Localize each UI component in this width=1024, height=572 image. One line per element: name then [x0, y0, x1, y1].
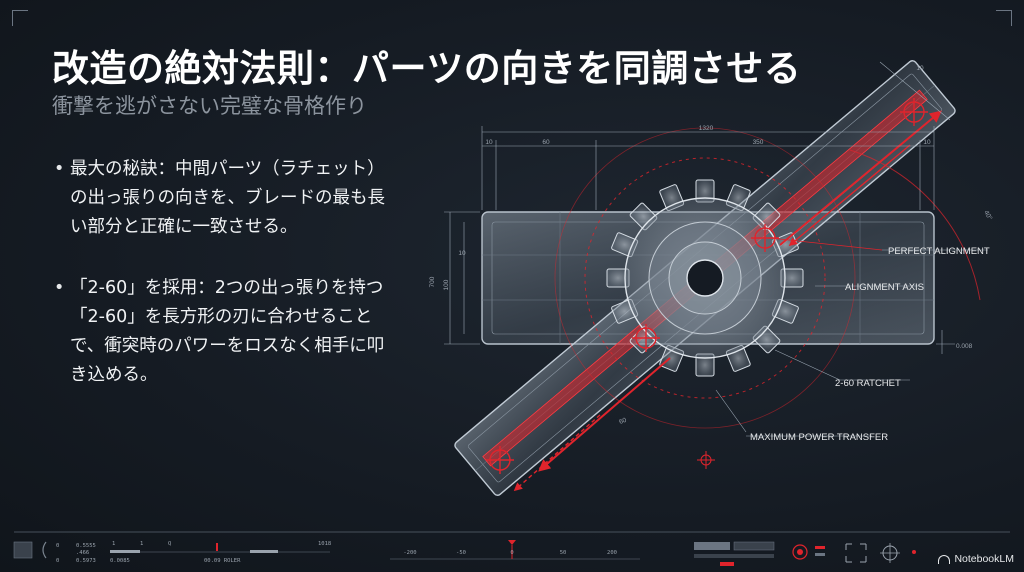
slide-subtitle: 衝撃を逃がさない完璧な骨格作り [52, 94, 367, 118]
dimension-labels: 1320 10 60 350 10 10 700 100 10 0.008 40… [429, 65, 994, 426]
corner-bracket [996, 10, 1012, 26]
svg-text:10: 10 [485, 139, 493, 146]
svg-text:0.0085: 0.0085 [110, 558, 130, 564]
callout-ratchet: 2-60 RATCHET [835, 378, 901, 389]
svg-text:1: 1 [112, 541, 115, 547]
crosshair-icon [486, 98, 928, 474]
slide-title: 改造の絶対法則：パーツの向きを同調させる [52, 47, 802, 90]
notebooklm-icon [938, 554, 951, 564]
bullet-list: 最大の秘訣：中間パーツ（ラチェット）の出っ張りの向きを、ブレードの最も長い部分と… [52, 155, 392, 422]
callout-power-transfer: MAXIMUM POWER TRANSFER [750, 432, 888, 443]
brand-label: NotebookLM [954, 553, 1014, 565]
callout-perfect-alignment: PERFECT ALIGNMENT [888, 246, 990, 257]
svg-text:1018: 1018 [318, 541, 331, 547]
corner-bracket [12, 10, 28, 26]
svg-text:60: 60 [542, 139, 550, 146]
svg-text:10: 10 [458, 250, 466, 257]
dimension-lines [444, 61, 955, 354]
force-arrows [513, 110, 942, 492]
svg-text:200: 200 [607, 550, 617, 556]
svg-text:-200: -200 [403, 550, 416, 556]
svg-text:100: 100 [443, 279, 450, 290]
svg-text:40°: 40° [982, 209, 994, 222]
blueprint-diagram: 1320 10 60 350 10 10 700 100 10 0.008 40… [429, 60, 994, 496]
alignment-rings [554, 127, 981, 429]
hud-bar: 0 0 0.5555 .466 0.5973 1 1 Q 0.0085 00.0… [13, 531, 1010, 566]
svg-text:0.5555: 0.5555 [76, 543, 96, 549]
svg-text:0: 0 [510, 550, 513, 556]
callouts: PERFECT ALIGNMENT ALIGNMENT AXIS 2-60 RA… [715, 237, 990, 443]
svg-text:60: 60 [618, 417, 628, 426]
notebooklm-logo: NotebookLM [938, 553, 1014, 565]
svg-text:10: 10 [916, 65, 924, 72]
svg-text:0: 0 [56, 558, 59, 564]
svg-text:0.5973: 0.5973 [76, 558, 96, 564]
svg-text:0: 0 [56, 543, 59, 549]
svg-text:10: 10 [923, 139, 931, 146]
svg-text:1320: 1320 [699, 125, 714, 132]
svg-text:Q: Q [168, 541, 171, 547]
svg-text:1: 1 [140, 541, 143, 547]
svg-text:50: 50 [560, 550, 567, 556]
bullet-item: 「2-60」を採用：2つの出っ張りを持つ「2-60」を長方形の刃に合わせることで… [52, 274, 392, 390]
bullet-item: 最大の秘訣：中間パーツ（ラチェット）の出っ張りの向きを、ブレードの最も長い部分と… [52, 155, 392, 242]
callout-alignment-axis: ALIGNMENT AXIS [845, 282, 924, 293]
svg-text:700: 700 [429, 276, 436, 287]
svg-text:00.09 ROLER: 00.09 ROLER [204, 558, 241, 564]
svg-text:.466: .466 [76, 550, 89, 556]
ratchet-gear [606, 179, 804, 377]
svg-text:-50: -50 [456, 550, 466, 556]
svg-text:0.008: 0.008 [956, 343, 973, 350]
svg-text:350: 350 [753, 139, 764, 146]
